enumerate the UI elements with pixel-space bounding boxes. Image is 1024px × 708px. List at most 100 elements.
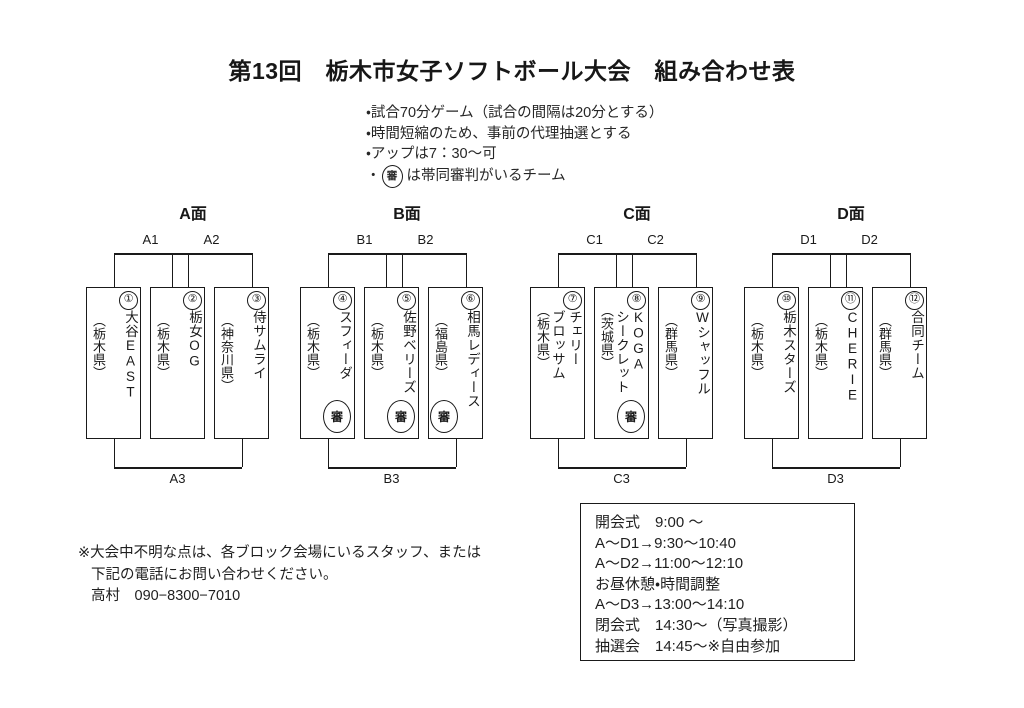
team-name-column: 相馬レディース <box>465 310 480 408</box>
team-prefecture: （栃木県） <box>305 314 320 379</box>
team-seed-number: ③ <box>247 291 266 310</box>
match-connector-top <box>113 253 188 255</box>
match-connector-top <box>829 253 910 255</box>
match-connector-leg <box>771 439 774 467</box>
match-connector-leg <box>401 253 404 287</box>
schedule-line: 閉会式 14:30〜（写真撮影） <box>595 616 798 634</box>
team-seed-number: ⑥ <box>461 291 480 310</box>
team-name: 栃女OG <box>186 310 203 436</box>
team-name: 栃木スターズ <box>780 310 797 436</box>
team-name: Wシャッフル <box>694 310 711 436</box>
match-connector-top <box>615 253 696 255</box>
match-connector-bottom <box>113 467 242 469</box>
match-connector-leg <box>829 253 832 287</box>
match-connector-leg <box>771 253 774 287</box>
team-seed-number: ⑨ <box>691 291 710 310</box>
schedule-line: A〜D3→13:00〜14:10 <box>595 596 745 614</box>
team-prefecture: （群馬県） <box>663 314 678 379</box>
block-title: B面 <box>393 206 421 223</box>
match-connector-leg <box>171 253 174 287</box>
team-seed-number: ⑤ <box>397 291 416 310</box>
match-connector-leg <box>845 253 848 287</box>
team-seed-number: ⑫ <box>905 291 924 310</box>
match-connector-leg <box>385 253 388 287</box>
team-name-column: 侍サムライ <box>251 310 266 380</box>
schedule-line: A〜D2→11:00〜12:10 <box>595 555 744 573</box>
match-connector-leg <box>909 253 912 287</box>
match-label-D2: D2 <box>861 232 878 247</box>
schedule-line: A〜D1→9:30〜10:40 <box>595 534 736 552</box>
umpire-badge-icon: 審 <box>381 165 403 188</box>
team-name-column: チェリー <box>567 310 582 366</box>
match-label-B1: B1 <box>356 232 373 247</box>
team-seed-number: ⑩ <box>777 291 796 310</box>
team-name-column: 合同チーム <box>909 310 924 380</box>
team-prefecture: （栃木県） <box>813 314 828 379</box>
note-umpire-prefix: ・ <box>366 168 381 185</box>
team-name-column: シークレット <box>614 310 629 394</box>
match-connector-top <box>771 253 846 255</box>
team-name: チェリーブロッサム <box>549 310 583 436</box>
match-connector-top <box>557 253 632 255</box>
team-seed-number: ⑦ <box>563 291 582 310</box>
rules-notes: ・試合70分ゲーム（試合の間隔は20分とする） ・時間短縮のため、事前の代理抽選… <box>366 103 663 189</box>
team-prefecture: （神奈川県） <box>219 314 234 392</box>
match-connector-leg <box>685 439 688 467</box>
team-name-column: 大谷EAST <box>123 310 138 400</box>
team-seed-number: ⑪ <box>841 291 860 310</box>
team-name-column: スフィーダ <box>337 310 352 380</box>
note-line-2: ・時間短縮のため、事前の代理抽選とする <box>366 125 632 142</box>
team-prefecture: （栃木県） <box>155 314 170 379</box>
block-title: D面 <box>837 206 865 223</box>
team-seed-number: ① <box>119 291 138 310</box>
team-prefecture: （栃木県） <box>749 314 764 379</box>
team-name: CHERIE <box>844 310 861 436</box>
team-name-column: 佐野ベリーズ <box>401 310 416 394</box>
team-prefecture: （栃木県） <box>369 314 384 379</box>
team-name: 侍サムライ <box>250 310 267 436</box>
match-label-B2: B2 <box>417 232 434 247</box>
match-label-C2: C2 <box>647 232 664 247</box>
block-title: C面 <box>623 206 651 223</box>
match-connector-leg <box>465 253 468 287</box>
team-name: 佐野ベリーズ <box>400 310 417 436</box>
note-umpire-suffix: は帯同審判がいるチーム <box>406 168 566 185</box>
match-label-C3: C3 <box>613 471 630 486</box>
umpire-badge-icon: 審 <box>387 400 415 433</box>
team-prefecture: （栃木県） <box>535 304 550 369</box>
umpire-badge-icon: 審 <box>617 400 645 433</box>
match-connector-leg <box>615 253 618 287</box>
match-connector-bottom <box>557 467 686 469</box>
footnote-line-2: 下記の電話にお問い合わせください。 <box>91 566 338 583</box>
umpire-badge-icon: 審 <box>323 400 351 433</box>
contact-footnote: ※大会中不明な点は、各ブロック会場にいるスタッフ、または 下記の電話にお問い合わ… <box>78 543 481 608</box>
team-seed-number: ⑧ <box>627 291 646 310</box>
footnote-contact: 高村 090−8300−7010 <box>91 588 241 604</box>
match-connector-leg <box>631 253 634 287</box>
team-name: 合同チーム <box>908 310 925 436</box>
team-name-column: Wシャッフル <box>695 310 710 396</box>
team-name: 大谷EAST <box>122 310 139 436</box>
team-name: スフィーダ <box>336 310 353 436</box>
